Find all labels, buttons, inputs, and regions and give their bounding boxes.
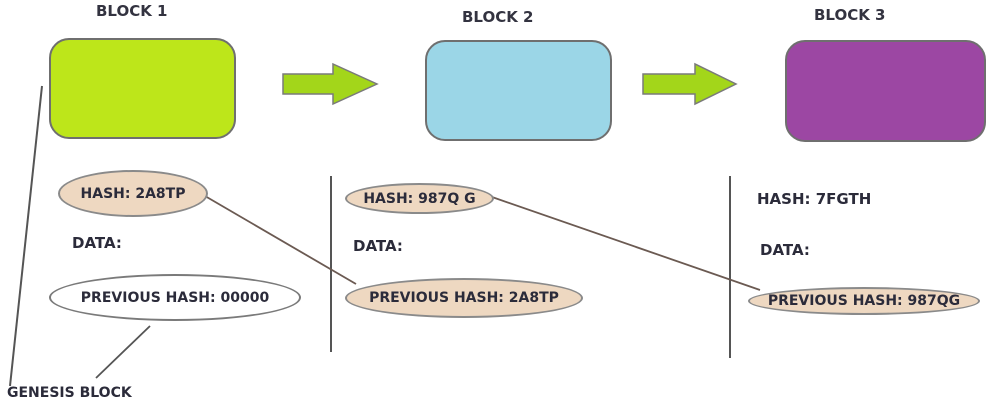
- genesis-boundary-line: [9, 85, 43, 387]
- block-3-box: [785, 40, 986, 142]
- arrow-right-icon: [282, 62, 379, 106]
- block-1-previous-hash: PREVIOUS HASH: 00000: [49, 274, 301, 321]
- block-2-data-label: DATA:: [353, 237, 403, 255]
- arrow-right-icon: [642, 62, 738, 106]
- block-3-data-label: DATA:: [760, 241, 810, 259]
- block-1-box: [49, 38, 236, 139]
- block-3-hash: HASH: 7FGTH: [757, 190, 872, 208]
- genesis-pointer-line: [95, 325, 151, 379]
- genesis-block-label: GENESIS BLOCK: [7, 385, 132, 401]
- hash-link-line: [491, 196, 761, 291]
- hash-link-line: [204, 195, 357, 285]
- block-1-title: BLOCK 1: [96, 2, 168, 20]
- block-2-box: [425, 40, 612, 141]
- block-1-hash: HASH: 2A8TP: [58, 170, 208, 217]
- block-2-hash: HASH: 987Q G: [345, 183, 494, 214]
- block-1-data-label: DATA:: [72, 234, 122, 252]
- block-3-previous-hash: PREVIOUS HASH: 987QG: [748, 287, 980, 315]
- block-3-title: BLOCK 3: [814, 6, 886, 24]
- block-2-title: BLOCK 2: [462, 8, 534, 26]
- block-2-previous-hash: PREVIOUS HASH: 2A8TP: [345, 278, 583, 318]
